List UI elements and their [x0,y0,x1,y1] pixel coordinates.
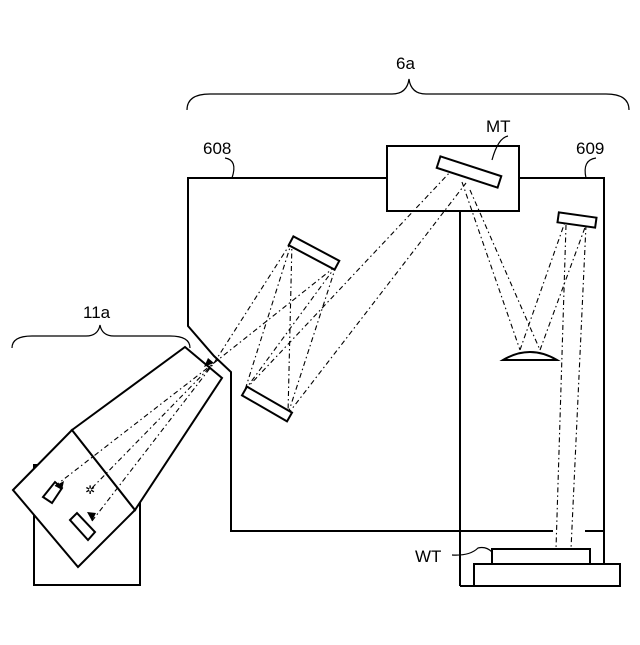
leader-609 [585,158,596,178]
label-609: 609 [576,139,604,158]
plasma-star-icon: ✲ [85,483,95,497]
projection-mirror-upper [557,212,596,227]
wafer-stage-body [474,564,620,586]
leader-608 [225,158,234,178]
chamber-609-outline [519,178,604,586]
label-wafer: WT [415,547,441,566]
label-608: 608 [203,139,231,158]
label-mask: MT [486,117,511,136]
label-source: 11a [83,303,111,322]
mirror-lower [242,387,292,422]
module-brace [187,79,629,110]
wafer-table [492,549,590,564]
mirror-upper [289,236,340,269]
chamber-608-outline [188,178,553,531]
leader-wt [452,548,492,556]
label-module: 6a [396,54,415,73]
source-brace [12,325,190,348]
projection-mirror-lower [503,352,557,360]
